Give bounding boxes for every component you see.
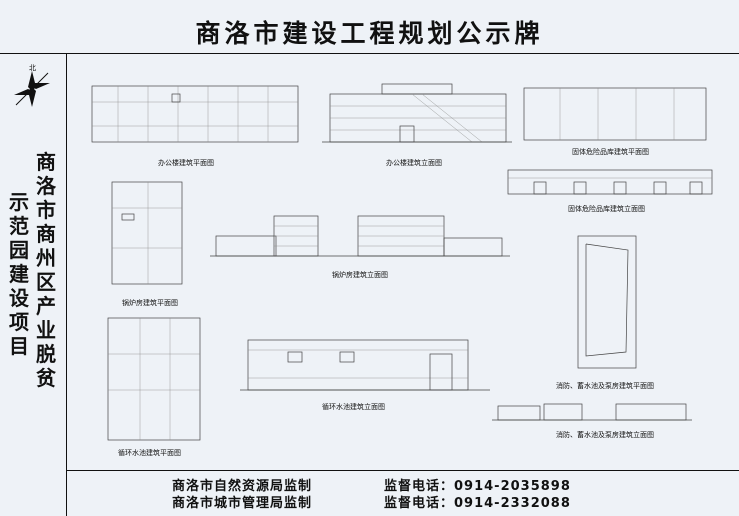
top-rule (0, 53, 739, 54)
warehouse-plan-caption: 固体危险品库建筑平面图 (572, 148, 649, 156)
boiler-elevation-drawing (210, 215, 510, 257)
pool-elevation-drawing (240, 339, 490, 391)
board-title: 商洛市建设工程规划公示牌 (195, 19, 544, 48)
footer: 商洛市自然资源局监制 商洛市城市管理局监制 监督电话：0914-2035898 … (66, 470, 739, 516)
warehouse-plan-drawing (523, 87, 707, 141)
office-elevation-drawing (322, 83, 512, 143)
warehouse-elevation-drawing (507, 169, 713, 195)
boiler-plan-drawing (111, 181, 183, 285)
warehouse-elevation-caption: 固体危险品库建筑立面图 (568, 205, 645, 213)
pump-plan-drawing (577, 235, 637, 369)
office-plan-caption: 办公楼建筑平面图 (158, 159, 214, 167)
compass-icon (14, 71, 50, 107)
pool-plan-drawing (107, 317, 201, 441)
pump-plan-caption: 消防、蓄水池及泵房建筑平面图 (556, 382, 654, 390)
pool-plan-caption: 循环水池建筑平面图 (118, 449, 181, 457)
office-plan-drawing (91, 85, 299, 143)
supervisor-phone-2: 监督电话：0914-2332088 (384, 496, 571, 511)
pump-elevation-caption: 消防、蓄水池及泵房建筑立面图 (556, 431, 654, 439)
project-name-col-1: 商洛市商州区产业脱贫 (36, 150, 56, 390)
supervisor-org-2: 商洛市城市管理局监制 (172, 496, 313, 511)
pool-elevation-caption: 循环水池建筑立面图 (322, 403, 385, 411)
project-name-col-2: 示范园建设项目 (9, 190, 29, 358)
sidebar-rule (66, 53, 67, 516)
pump-elevation-drawing (492, 403, 692, 421)
boiler-elevation-caption: 锅炉房建筑立面图 (332, 271, 388, 279)
north-label: 北 (29, 64, 36, 72)
project-sidebar: 北 商洛市商州区产业脱贫 示范园建设项目 (0, 55, 66, 470)
boiler-plan-caption: 锅炉房建筑平面图 (122, 299, 178, 307)
supervisor-org-1: 商洛市自然资源局监制 (172, 479, 313, 494)
footer-rule (66, 470, 739, 471)
supervisor-phone-1: 监督电话：0914-2035898 (384, 479, 571, 494)
office-elevation-caption: 办公楼建筑立面图 (386, 159, 442, 167)
